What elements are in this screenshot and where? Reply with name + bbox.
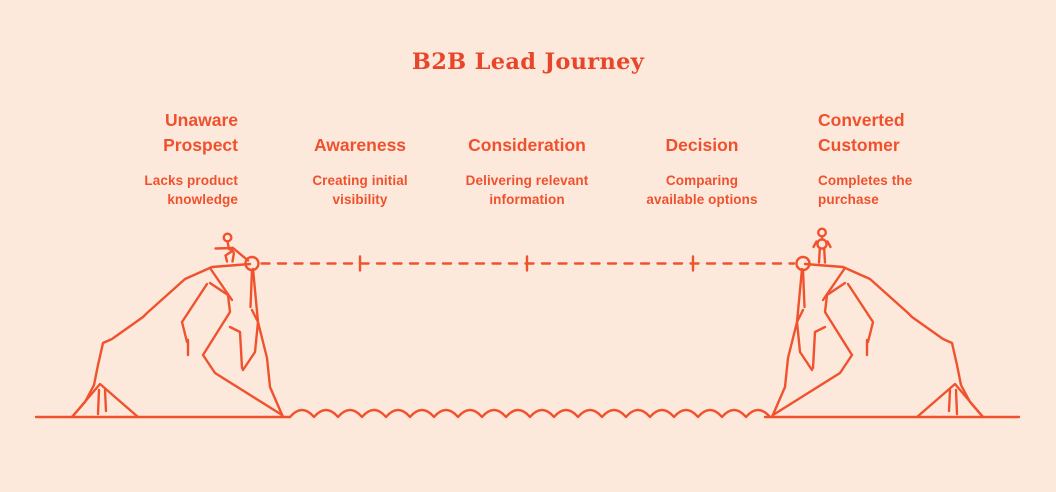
cliff-facet	[208, 266, 234, 302]
stage-title: Consideration	[468, 135, 586, 155]
right-cliff	[763, 255, 1021, 419]
stage-title: Unaware Prospect	[163, 110, 238, 155]
stage-converted-customer: Converted Customer Completes the purchas…	[818, 104, 912, 209]
stage-description: Delivering relevant information	[465, 173, 589, 207]
cliff-inner-face	[251, 267, 285, 419]
cliff-facet	[241, 308, 260, 372]
journey-anchor-circle	[244, 255, 260, 272]
base-rock	[70, 382, 140, 419]
climber-left-arm	[812, 240, 818, 249]
cliff-outline	[70, 262, 252, 419]
stage-description: Comparing available options	[646, 173, 758, 207]
stage-title: Decision	[665, 135, 739, 155]
stage-title: Converted Customer	[818, 110, 905, 155]
stage-description: Creating initial visibility	[312, 173, 408, 207]
kneeling-climber-icon	[214, 232, 250, 263]
stage-unaware-prospect: Unaware Prospect Lacks product knowledge	[144, 104, 238, 209]
standing-climber-icon	[812, 227, 832, 264]
climber-back-leg	[224, 250, 233, 263]
stage-consideration: Consideration Delivering relevant inform…	[427, 104, 627, 209]
climber-right-arm	[826, 240, 832, 249]
climber-torso-loop	[816, 238, 828, 250]
cliff-facet	[180, 282, 209, 344]
base-rock-detail	[103, 388, 108, 413]
cliff-facet	[201, 353, 284, 417]
cliff-facet	[201, 281, 232, 357]
climber-torso	[226, 240, 231, 251]
climber-reaching-arm	[231, 246, 250, 262]
stage-description: Completes the purchase	[818, 173, 913, 207]
stage-decision: Decision Comparing available options	[602, 104, 802, 209]
stage-title: Awareness	[313, 135, 407, 155]
cliff-facet	[228, 325, 244, 370]
diagram-title: B2B Lead Journey	[411, 49, 645, 75]
water-waves	[288, 408, 772, 419]
climber-left-leg	[817, 247, 821, 264]
stage-description: Lacks product knowledge	[144, 173, 238, 207]
left-cliff	[34, 255, 292, 419]
cliff-rope-line	[249, 268, 254, 309]
base-rock-detail	[96, 388, 101, 416]
climber-right-leg	[823, 247, 827, 264]
climber-front-leg	[227, 247, 235, 263]
climber-head	[817, 227, 828, 238]
climber-head	[222, 232, 233, 243]
stage-awareness: Awareness Creating initial visibility	[260, 104, 460, 209]
